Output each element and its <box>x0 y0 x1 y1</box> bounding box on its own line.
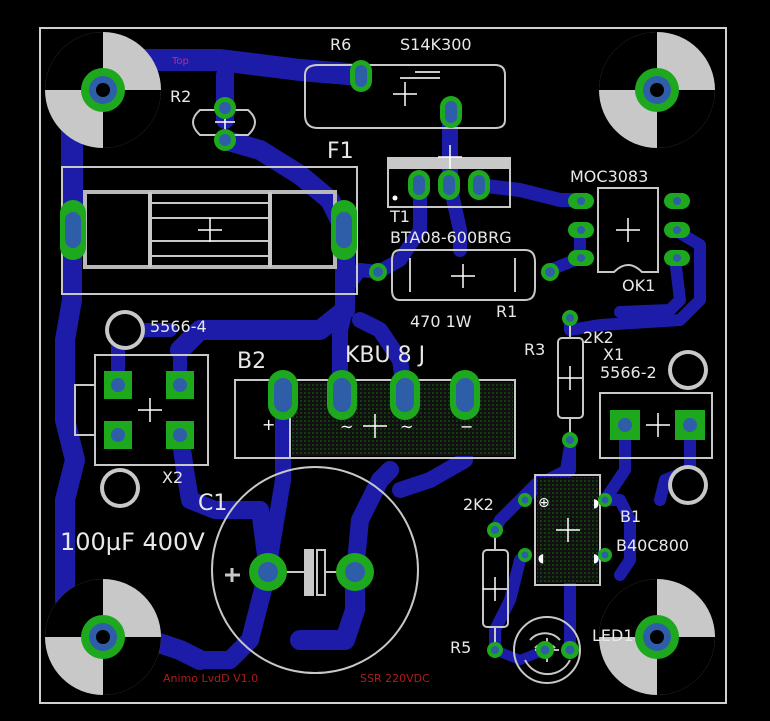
svg-text:−: − <box>460 417 473 436</box>
led1-outline <box>513 616 581 684</box>
r1-value-label: 470 1W <box>410 312 472 331</box>
ok1-label: OK1 <box>622 276 655 295</box>
kbu-label: KBU 8 J <box>345 343 425 368</box>
ok1-outline <box>597 187 659 273</box>
svg-text:+: + <box>262 415 275 434</box>
connector-5566-2-label: 5566-2 <box>600 363 657 382</box>
f1-label: F1 <box>327 139 354 164</box>
r1-label: R1 <box>496 302 517 321</box>
r6-label: R6 <box>330 35 351 54</box>
moc3083-label: MOC3083 <box>570 167 648 186</box>
b2-label: B2 <box>237 349 266 374</box>
r5-label: R5 <box>450 638 471 657</box>
x2-label: X2 <box>162 468 183 487</box>
mounting-hole-bottom-right <box>599 579 715 695</box>
svg-text:⊕: ⊕ <box>538 495 550 511</box>
r3-value-label: 2K2 <box>583 328 614 347</box>
b2-outline <box>234 379 516 459</box>
r1-outline <box>391 249 536 301</box>
s14k300-label: S14K300 <box>400 35 472 54</box>
r2-label: R2 <box>170 87 191 106</box>
c1-outline <box>211 466 419 674</box>
b1-outline <box>534 474 601 586</box>
svg-text:~: ~ <box>400 417 413 436</box>
mounting-holes <box>45 32 715 695</box>
bta-label: BTA08-600BRG <box>390 228 512 247</box>
footer-right-label: SSR 220VDC <box>360 672 430 685</box>
c1-label: C1 <box>198 491 227 516</box>
r6-outline <box>304 64 506 129</box>
r5-value-label: 2K2 <box>463 495 494 514</box>
board-outline <box>39 27 727 704</box>
svg-text:◗: ◗ <box>593 551 599 565</box>
led1-label: LED1 <box>592 626 634 645</box>
connector-5566-4-label: 5566-4 <box>150 317 207 336</box>
mounting-hole-top-right <box>599 32 715 148</box>
footer-left-label: Animo LvdD V1.0 <box>163 672 258 685</box>
top-layer-label: Top <box>171 56 189 67</box>
labels: Top R2 R6 S14K300 F1 MOC3083 T1 BTA08-60… <box>60 35 689 685</box>
x1-label: X1 <box>603 345 624 364</box>
capacitor-value-label: 100µF 400V <box>60 528 205 556</box>
x1-outline <box>599 392 713 459</box>
mounting-hole-bottom-left <box>45 579 161 695</box>
b1-label: B1 <box>620 507 641 526</box>
svg-text:~: ~ <box>340 417 353 436</box>
t1-label: T1 <box>389 207 410 226</box>
svg-text:◗: ◗ <box>593 496 599 510</box>
mounting-hole-top-left <box>45 32 161 148</box>
b40c800-label: B40C800 <box>616 536 689 555</box>
r3-label: R3 <box>524 340 545 359</box>
svg-text:◖: ◖ <box>538 551 544 565</box>
center-markers <box>138 82 670 662</box>
polarity-symbols: + ~ ~ − ⊕ ◗ ◖ ◗ <box>262 415 599 565</box>
pads <box>60 60 708 659</box>
r2-outline <box>192 109 256 136</box>
